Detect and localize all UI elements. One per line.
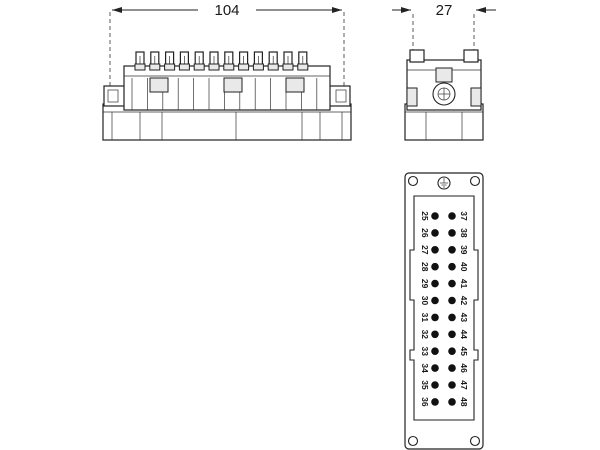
- pin-label: 29: [420, 279, 430, 289]
- pin-label: 34: [420, 363, 430, 373]
- pin-label: 43: [459, 313, 469, 323]
- contact-pin: [448, 398, 456, 406]
- pin-label: 39: [459, 245, 469, 255]
- face-view: 25 26 27 28 29 30 31 32 33 34 35 36 37 38 39 40 41 42 43 4…: [404, 172, 484, 450]
- contact-pin: [431, 229, 439, 237]
- pin-label: 41: [459, 279, 469, 289]
- contact-pin: [431, 313, 439, 322]
- front-pin: [282, 51, 294, 71]
- contact-pin: [448, 296, 456, 305]
- contact-pin: [448, 364, 456, 372]
- pin-label: 33: [420, 346, 430, 356]
- pin-label: 25: [420, 211, 430, 221]
- ground-icon: [437, 176, 451, 190]
- front-pin: [178, 51, 190, 71]
- contact-pin: [448, 330, 456, 339]
- pin-label: 46: [459, 363, 469, 373]
- contact-pin: [448, 313, 456, 322]
- contact-pin: [448, 279, 456, 288]
- front-pin: [297, 51, 309, 71]
- front-pin: [267, 51, 279, 71]
- contact-pin: [431, 364, 439, 372]
- contact-pin: [448, 246, 456, 254]
- contact-pin: [431, 381, 439, 389]
- contact-pin: [448, 381, 456, 389]
- front-contact-pins: [134, 51, 309, 71]
- pin-label: 31: [420, 313, 430, 323]
- contact-pin: [448, 229, 456, 237]
- contact-pin: [431, 296, 439, 305]
- pin-label: 35: [420, 380, 430, 390]
- contact-pin: [448, 212, 456, 220]
- pin-labels-left: 25 26 27 28 29 30 31 32 33 34 35 36: [420, 211, 430, 407]
- contact-pin: [431, 330, 439, 339]
- front-pin: [238, 51, 250, 71]
- contact-pin: [431, 262, 439, 271]
- dimension-width-label: 104: [214, 2, 239, 19]
- pin-label: 42: [459, 296, 469, 306]
- front-pin: [252, 51, 264, 71]
- face-contact-pins: [431, 212, 456, 406]
- front-pin: [164, 51, 176, 71]
- pin-label: 30: [420, 296, 430, 306]
- pin-label: 38: [459, 228, 469, 238]
- pin-labels-right: 37 38 39 40 41 42 43 44 45 46 47 48: [459, 211, 469, 407]
- pin-label: 44: [459, 330, 469, 340]
- contact-pin: [431, 212, 439, 220]
- pin-label: 48: [459, 397, 469, 407]
- pin-label: 47: [459, 380, 469, 390]
- pin-label: 26: [420, 228, 430, 238]
- pin-label: 40: [459, 262, 469, 272]
- pin-label: 27: [420, 245, 430, 255]
- dimension-depth-label: 27: [436, 2, 453, 19]
- pin-label: 28: [420, 262, 430, 272]
- front-pin: [208, 51, 220, 71]
- dimension-27: 27: [392, 2, 496, 55]
- side-view: [404, 49, 484, 141]
- pin-label: 32: [420, 330, 430, 340]
- dimension-104: 104: [109, 2, 345, 100]
- pin-label: 45: [459, 346, 469, 356]
- front-pin: [223, 51, 235, 71]
- pin-label: 37: [459, 211, 469, 221]
- contact-pin: [431, 246, 439, 254]
- contact-pin: [431, 279, 439, 288]
- contact-pin: [448, 262, 456, 271]
- contact-pin: [431, 398, 439, 406]
- front-view: [102, 51, 352, 141]
- pin-label: 36: [420, 397, 430, 407]
- front-pin: [149, 51, 161, 71]
- contact-pin: [448, 347, 456, 356]
- contact-pin: [431, 347, 439, 356]
- front-pin: [134, 51, 146, 71]
- front-pin: [193, 51, 205, 71]
